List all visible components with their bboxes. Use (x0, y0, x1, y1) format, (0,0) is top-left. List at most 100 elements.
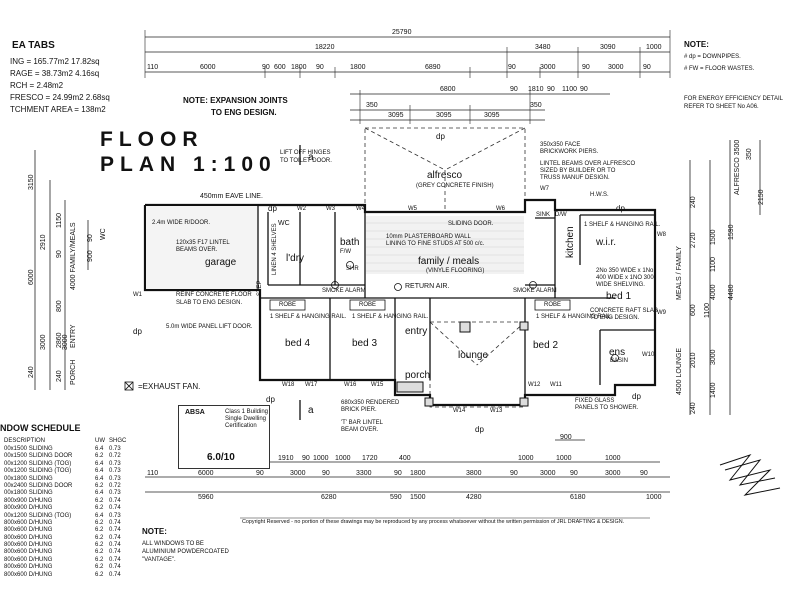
dim-text: 590 (390, 494, 402, 501)
schedule-col-desc: DESCRIPTION (4, 438, 46, 444)
room-kitchen: kitchen (565, 226, 576, 258)
dim-text: 1800 (350, 64, 366, 71)
right-dim: 4000 (710, 284, 717, 300)
schedule-shgc: 0.72 (109, 453, 121, 460)
schedule-desc: 800x600 D/HUNG (4, 542, 53, 549)
room-bed2: bed 2 (533, 340, 559, 351)
schedule-desc: 800x600 D/HUNG (4, 549, 53, 556)
schedule-shgc: 0.74 (109, 549, 121, 556)
right-dim: 1590 (728, 224, 735, 240)
schedule-shgc: 0.73 (109, 446, 121, 452)
energy-note-2: REFER TO SHEET No A06. (684, 104, 759, 110)
downpipe-label: dp (266, 395, 275, 404)
dim-text: 3000 (605, 470, 621, 477)
schedule-uw: 6.2 (95, 564, 104, 571)
hanging-note: 1 SHELF & HANGING RAIL. (270, 314, 347, 320)
pier-note: 680x350 RENDERED (341, 400, 400, 406)
window-tag: W4 (356, 206, 365, 212)
dim-text: 90 (643, 64, 651, 71)
right-dim: 600 (690, 304, 697, 316)
dim-text: 90 (570, 470, 578, 477)
right-dim: 3000 (710, 349, 717, 365)
left-dim: ENTRY (70, 324, 77, 348)
schedule-uw: 6.2 (95, 527, 104, 534)
energy-rating-badge: ABSA Class 1 Building Single Dwelling Ce… (178, 405, 270, 469)
right-dim: 1100 (710, 256, 717, 272)
badge-line3: Certification (225, 423, 257, 429)
schedule-desc: 800x900 D/HUNG (4, 497, 53, 504)
schedule-desc: 00x1500 SLIDING DOOR (4, 453, 73, 460)
dim-text: 3000 (290, 470, 306, 477)
glass-note: FIXED GLASS (575, 398, 615, 404)
schedule-desc: 800x600 D/HUNG (4, 519, 53, 526)
room-garage: garage (205, 257, 237, 268)
sink-label: SINK (536, 212, 551, 218)
dim-text: 90 (510, 470, 518, 477)
schedule-desc: 800x600 D/HUNG (4, 564, 53, 571)
dim-text: 90 (580, 86, 588, 93)
dim-text: 90 (322, 470, 330, 477)
expansion-note-2: TO ENG DESIGN. (211, 108, 277, 117)
section-marker-a: a (308, 152, 314, 163)
window-tag: W9 (657, 310, 666, 316)
dim-text: 1000 (313, 455, 329, 462)
return-air-label: RETURN AIR. (405, 283, 450, 290)
energy-note: FOR ENERGY EFFICIENCY DETAIL (684, 96, 784, 102)
downpipe-label: dp (436, 132, 445, 141)
right-dim: ALFRESCO 3500 (734, 139, 741, 195)
dim-text: 1910 (278, 455, 294, 462)
shelving-note-2: 400 WIDE x 1NO 300 (596, 275, 654, 281)
schedule-col-shgc: SHGC (109, 438, 127, 444)
hanging-note: 1 SHELF & HANGING RAIL. (536, 314, 613, 320)
left-dim: WC (100, 228, 107, 240)
dim-text: 1500 (410, 494, 426, 501)
window-tag: W11 (550, 382, 562, 388)
schedule-desc: 00x2400 SLIDING DOOR (4, 482, 73, 489)
schedule-desc: 00x1800 SLIDING (4, 490, 53, 497)
left-dim: PORCH (70, 359, 77, 385)
schedule-shgc: 0.73 (109, 460, 121, 467)
schedule-uw: 6.4 (95, 475, 104, 482)
tbar-note: 'T' BAR LINTEL (341, 420, 383, 426)
dim-text: 6000 (200, 64, 216, 71)
schedule-desc: 00x1500 SLIDING (4, 446, 53, 452)
shelving-note-3: WIDE SHELVING. (596, 282, 645, 288)
lintel-note-2: BEAMS OVER. (176, 247, 218, 253)
right-dim: 1500 (710, 229, 717, 245)
dim-text: 5960 (198, 494, 214, 501)
window-tag: W3 (326, 206, 335, 212)
right-dim: 2720 (690, 232, 697, 248)
lift-off-note-2: TO TOILET DOOR. (280, 158, 332, 164)
dim-text: 110 (147, 470, 159, 477)
dim-text: 3800 (466, 470, 482, 477)
dim-text: 1800 (291, 64, 307, 71)
rdoor-note: 2.4m WIDE R/DOOR. (152, 220, 211, 226)
dim-text: 3095 (484, 112, 500, 119)
left-dim: 4000 FAMILY/MEALS (70, 222, 77, 290)
dim-text: 3090 (600, 44, 616, 51)
room-bed4: bed 4 (285, 338, 311, 349)
bottom-note-line: ALL WINDOWS TO BE (142, 541, 204, 547)
room-family-meals: family / meals (418, 256, 480, 267)
dim-text: 1000 (605, 455, 621, 462)
room-bed1: bed 1 (606, 291, 632, 302)
schedule-shgc: 0.73 (109, 468, 121, 475)
dim-text: 3480 (535, 44, 551, 51)
bottom-note-line: ALUMINIUM POWDERCOATED (142, 549, 229, 555)
smoke-alarm-label: SMOKE ALARM (322, 288, 366, 294)
schedule-uw: 6.4 (95, 446, 104, 452)
dim-text: 3000 (608, 64, 624, 71)
right-dim: MEALS / FAMILY (676, 246, 683, 300)
plan-title-line1: FLOOR (100, 128, 204, 151)
right-dim: 2150 (758, 189, 765, 205)
window-tag: W17 (305, 382, 318, 388)
plan-title-line2: PLAN 1:100 (100, 153, 277, 176)
reinf-note: REINF CONCRETE FLOOR (176, 292, 252, 298)
window-tag: W12 (528, 382, 541, 388)
